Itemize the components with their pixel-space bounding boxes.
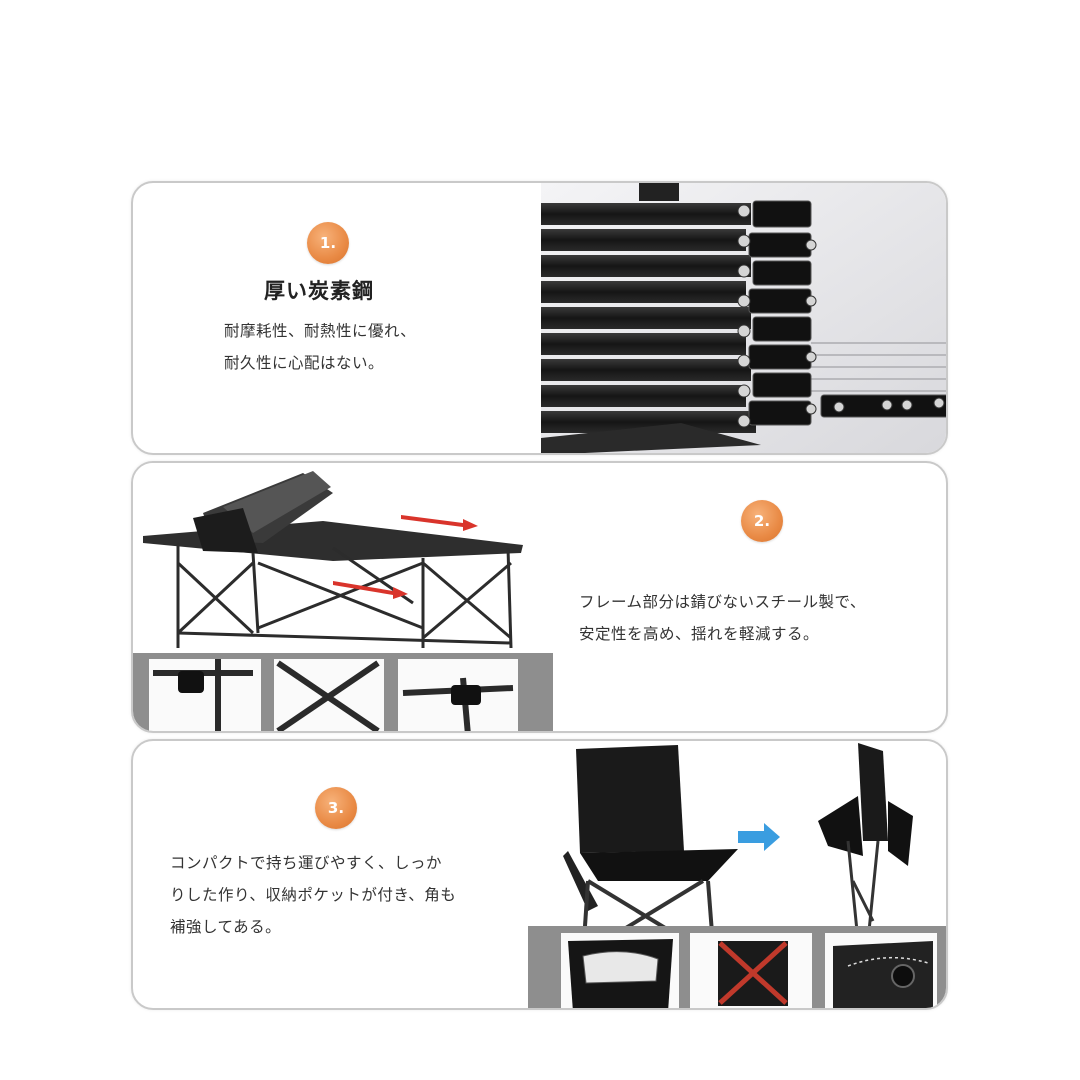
folded-tabletop-icon xyxy=(541,183,946,453)
description-line: りした作り、収納ポケットが付き、角も xyxy=(170,886,457,904)
feature-description-1: 耐摩耗性、耐熱性に優れ、 耐久性に心配はない。 xyxy=(224,315,416,379)
feature-description-3: コンパクトで持ち運びやすく、しっか りした作り、収納ポケットが付き、角も 補強し… xyxy=(170,847,515,943)
step-badge-3: 3. xyxy=(315,787,357,829)
feature-description-2: フレーム部分は錆びないスチール製で、 安定性を高め、揺れを軽減する。 xyxy=(579,586,866,650)
step-badge-1: 1. xyxy=(307,222,349,264)
folded-chair-icon xyxy=(818,743,913,942)
description-line: 耐久性に心配はない。 xyxy=(224,354,385,372)
feature-title-1: 厚い炭素鋼 xyxy=(264,278,374,303)
table-frame-icon xyxy=(133,463,553,731)
feature-card-3: 3. コンパクトで持ち運びやすく、しっか りした作り、収納ポケットが付き、角も … xyxy=(131,739,948,1010)
description-line: 耐摩耗性、耐熱性に優れ、 xyxy=(224,322,417,340)
description-line: フレーム部分は錆びないスチール製で、 xyxy=(579,593,866,611)
feature-card-1: 1. 厚い炭素鋼 耐摩耗性、耐熱性に優れ、 耐久性に心配はない。 xyxy=(131,181,948,455)
description-line: 安定性を高め、揺れを軽減する。 xyxy=(579,625,820,643)
description-line: コンパクトで持ち運びやすく、しっか xyxy=(170,854,443,872)
description-line: 補強してある。 xyxy=(170,918,282,936)
feature-card-2: 2. フレーム部分は錆びないスチール製で、 安定性を高め、揺れを軽減する。 xyxy=(131,461,948,733)
folding-chair-icon xyxy=(528,741,946,1008)
step-badge-2: 2. xyxy=(741,500,783,542)
